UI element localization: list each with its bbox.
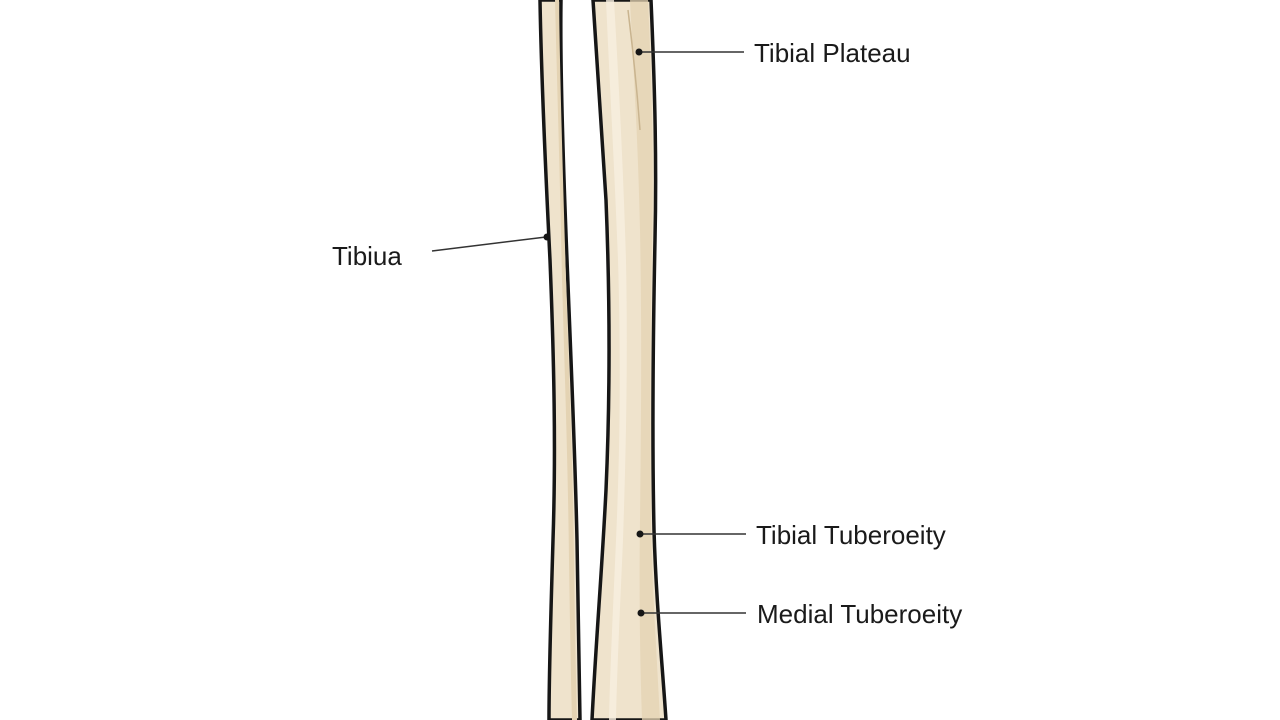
- marker-dot-tibiua: [543, 233, 551, 241]
- main-bone: [590, 0, 668, 720]
- main-bone-highlight: [606, 0, 627, 720]
- label-tibial-plateau: Tibial Plateau: [754, 38, 911, 68]
- label-tibiua: Tibiua: [332, 241, 402, 271]
- marker-dot-medial-tuberosity: [637, 609, 645, 617]
- leader-line-tibiua: [431, 236, 547, 252]
- main-bone-inner-contour: [627, 9, 641, 131]
- label-medial-tuberosity: Medial Tuberoeity: [757, 599, 963, 629]
- label-tibial-tuberosity: Tibial Tuberoeity: [756, 520, 946, 550]
- main-bone-shade: [630, 0, 660, 720]
- marker-dot-tibial-plateau: [635, 48, 643, 56]
- thin-bone-shade: [555, 0, 577, 720]
- marker-dot-tibial-tuberosity: [636, 530, 644, 538]
